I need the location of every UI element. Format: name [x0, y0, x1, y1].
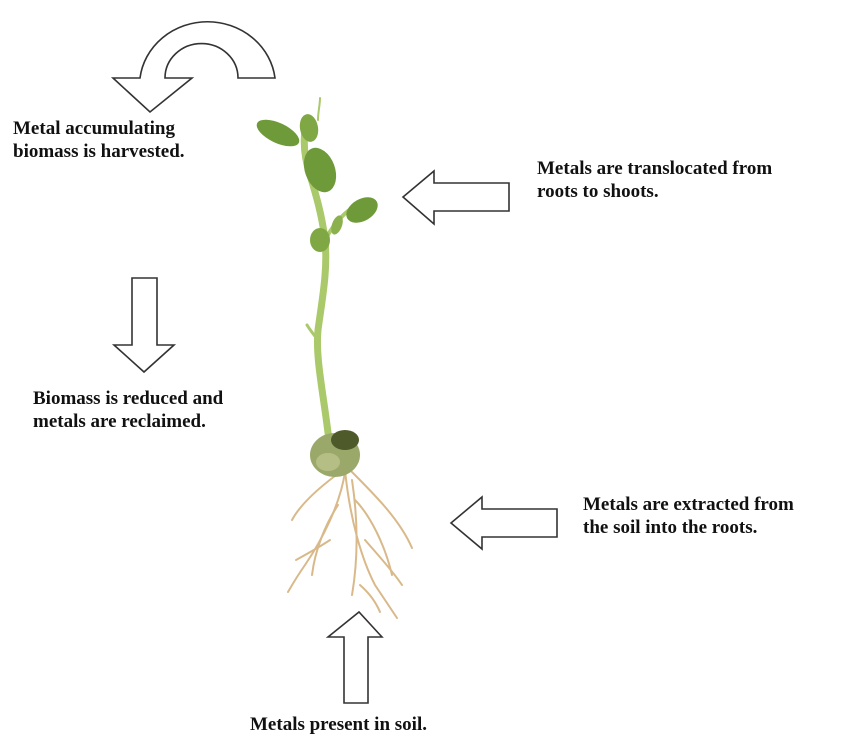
- extracted-label-line2: the soil into the roots.: [583, 516, 794, 539]
- harvested-label-line1: Metal accumulating: [13, 117, 185, 140]
- extracted-label: Metals are extracted from the soil into …: [583, 493, 794, 539]
- present-label: Metals present in soil.: [250, 713, 427, 736]
- left-arrow-icon: [451, 497, 557, 549]
- harvested-label-line2: biomass is harvested.: [13, 140, 185, 163]
- harvested-label: Metal accumulating biomass is harvested.: [13, 117, 185, 163]
- reduced-label: Biomass is reduced and metals are reclai…: [33, 387, 223, 433]
- down-arrow-icon: [114, 278, 174, 372]
- extracted-label-line1: Metals are extracted from: [583, 493, 794, 516]
- reduced-label-line1: Biomass is reduced and: [33, 387, 223, 410]
- seedling-icon: [253, 98, 412, 618]
- translocated-label: Metals are translocated from roots to sh…: [537, 157, 772, 203]
- up-arrow-icon: [328, 612, 382, 703]
- translocated-label-line2: roots to shoots.: [537, 180, 772, 203]
- present-label-line1: Metals present in soil.: [250, 713, 427, 736]
- left-arrow-icon: [403, 171, 509, 224]
- curved-arrow-icon: [113, 22, 275, 112]
- translocated-label-line1: Metals are translocated from: [537, 157, 772, 180]
- reduced-label-line2: metals are reclaimed.: [33, 410, 223, 433]
